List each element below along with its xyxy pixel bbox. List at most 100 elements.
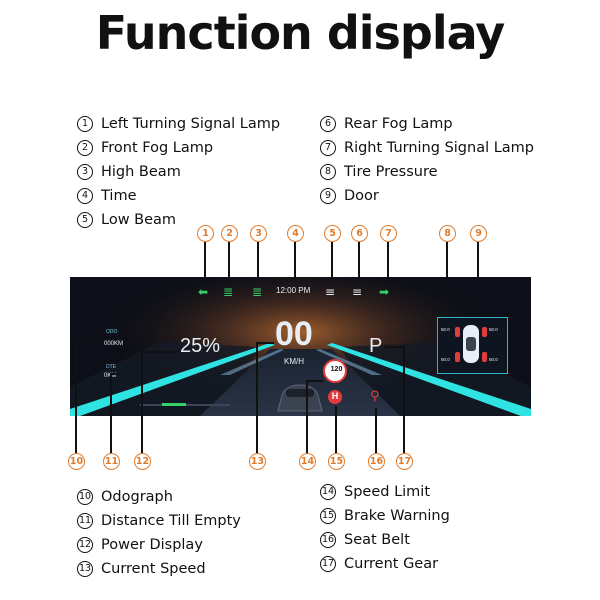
callout-marker: 3 [250, 225, 267, 242]
legend-number: 10 [77, 489, 93, 505]
callout-marker: 14 [299, 453, 316, 470]
legend-item: 17 Current Gear [320, 556, 438, 572]
tire-pressure-fr: 50.0 [489, 327, 498, 332]
tire-indicator [455, 327, 460, 337]
power-percentage: 25% [180, 335, 221, 357]
callout-marker: 17 [396, 453, 413, 470]
callout-marker: 7 [380, 225, 397, 242]
callout-marker: 4 [287, 225, 304, 242]
legend-number: 11 [77, 513, 93, 529]
leader-line [75, 338, 77, 454]
leader-line [358, 242, 360, 277]
leader-line [110, 373, 112, 454]
legend-label: Brake Warning [344, 508, 450, 524]
legend-label: Odograph [101, 489, 173, 505]
leader-line [331, 242, 333, 277]
legend-item: 3 High Beam [77, 164, 181, 180]
legend-number: 4 [77, 188, 93, 204]
legend-label: Rear Fog Lamp [344, 116, 453, 132]
tire-pressure-fl: 50.0 [441, 327, 450, 332]
legend-label: Current Gear [344, 556, 439, 572]
legend-label: Front Fog Lamp [101, 140, 214, 156]
callout-marker: 1 [197, 225, 214, 242]
tire-pressure-rl: 50.0 [441, 357, 450, 362]
leader-line [141, 351, 179, 353]
legend-number: 13 [77, 561, 93, 577]
legend-number: 12 [77, 537, 93, 553]
legend-number: 3 [77, 164, 93, 180]
left-turn-arrow-icon: ⬅ [198, 285, 209, 299]
low-beam-icon: ≡ [325, 285, 336, 299]
legend-label: Tire Pressure [344, 164, 438, 180]
speed-limit-sign [323, 359, 347, 383]
callout-marker: 6 [351, 225, 368, 242]
leader-line [228, 242, 230, 277]
legend-item: 10 Odograph [77, 489, 173, 505]
callout-marker: 15 [328, 453, 345, 470]
leader-line [387, 242, 389, 277]
leader-line [294, 242, 296, 277]
legend-number: 7 [320, 140, 336, 156]
legend-label: Seat Belt [344, 532, 410, 548]
legend-number: 8 [320, 164, 336, 180]
current-gear: P [369, 335, 383, 357]
leader-line [403, 346, 405, 454]
brake-warning-icon [328, 390, 342, 404]
page-title: Function display [95, 6, 505, 60]
leader-line [75, 338, 93, 340]
legend-label: High Beam [101, 164, 181, 180]
leader-line [335, 406, 337, 454]
callout-marker: 8 [439, 225, 456, 242]
callout-marker: 13 [249, 453, 266, 470]
leader-line [306, 380, 308, 454]
current-speed: 00 [275, 315, 313, 353]
legend-number: 5 [77, 212, 93, 228]
dashboard-screen: ⬅ ≣ ≣ 12:00 PM ≡ ≡ ➡ ODO 000KM DTE 0KM 2… [70, 277, 531, 416]
legend-item: 9 Door [320, 188, 379, 204]
tire-indicator [482, 352, 487, 362]
leader-line [306, 380, 323, 382]
callout-marker: 9 [470, 225, 487, 242]
legend-label: Current Speed [101, 561, 206, 577]
leader-line [256, 342, 258, 454]
legend-number: 9 [320, 188, 336, 204]
odo-value: 000KM [104, 341, 124, 347]
speed-limit-value: 120 [330, 366, 343, 373]
leader-line [256, 342, 274, 344]
callout-marker: 2 [221, 225, 238, 242]
legend-number: 15 [320, 508, 336, 524]
legend-number: 14 [320, 484, 336, 500]
door-indicator [466, 337, 476, 351]
callout-marker: 11 [103, 453, 120, 470]
legend-item: 11 Distance Till Empty [77, 513, 241, 529]
legend-label: Left Turning Signal Lamp [101, 116, 281, 132]
legend-number: 2 [77, 140, 93, 156]
leader-line [204, 242, 206, 277]
legend-item: 8 Tire Pressure [320, 164, 438, 180]
tire-pressure-rr: 50.0 [489, 357, 498, 362]
clock-time: 12:00 PM [276, 286, 311, 295]
road-scene [70, 277, 531, 416]
leader-line [375, 408, 377, 454]
legend-label: Right Turning Signal Lamp [344, 140, 535, 156]
legend-item: 13 Current Speed [77, 561, 206, 577]
legend-label: Low Beam [101, 212, 177, 228]
legend-label: Distance Till Empty [101, 513, 241, 529]
brake-warning-label: H [331, 391, 339, 401]
leader-line [110, 373, 122, 375]
legend-label: Door [344, 188, 379, 204]
legend-item: 5 Low Beam [77, 212, 176, 228]
callout-marker: 12 [134, 453, 151, 470]
legend-item: 7 Right Turning Signal Lamp [320, 140, 534, 156]
legend-item: 15 Brake Warning [320, 508, 450, 524]
legend-number: 17 [320, 556, 336, 572]
tire-indicator [455, 352, 460, 362]
rear-fog-lamp-icon: ≡ [352, 285, 363, 299]
callout-marker: 10 [68, 453, 85, 470]
front-fog-lamp-icon: ≣ [223, 285, 234, 299]
